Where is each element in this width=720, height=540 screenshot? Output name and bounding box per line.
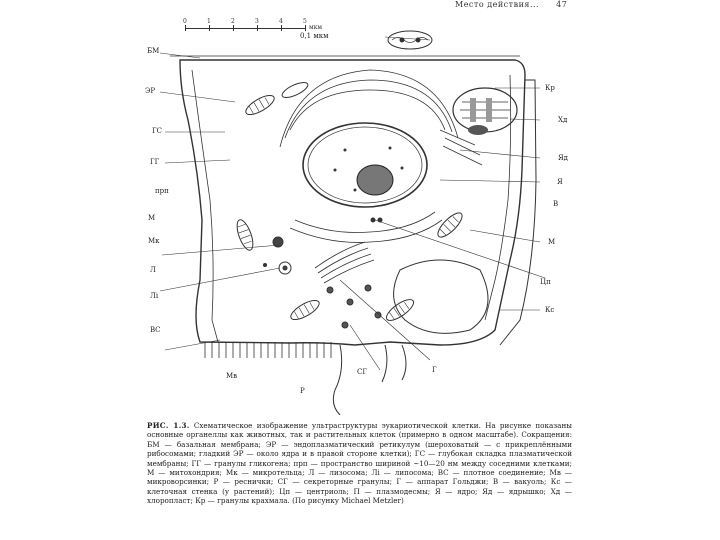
label-v: В xyxy=(553,200,558,208)
label-khd: Хд xyxy=(558,116,567,124)
label-li: Лi xyxy=(150,292,158,300)
label-r: Р xyxy=(300,387,305,395)
header-title: Место действия... xyxy=(455,0,539,9)
label-m-left: М xyxy=(148,214,155,222)
figure-caption: РИС. 1.3. Схематическое изображение ульт… xyxy=(147,421,572,506)
label-prp: прп xyxy=(155,187,169,195)
granules xyxy=(264,218,383,328)
label-kr: Кр xyxy=(545,84,555,92)
inset-organelle xyxy=(388,31,432,49)
label-sg: СГ xyxy=(357,368,367,376)
label-m-right: М xyxy=(548,238,555,246)
label-ya: Я xyxy=(557,178,563,186)
label-l: Л xyxy=(150,266,156,274)
cilia xyxy=(333,345,406,415)
page-header: Место действия... 47 xyxy=(455,0,567,9)
cell-boundary xyxy=(192,70,218,342)
figure-number: РИС. 1.3. xyxy=(147,421,190,430)
label-gs: ГС xyxy=(152,127,162,135)
label-mk: Мк xyxy=(148,237,160,245)
leader-lines xyxy=(160,37,545,370)
label-vs: ВС xyxy=(150,326,161,334)
label-ks: Кс xyxy=(545,306,554,314)
microvilli xyxy=(205,342,331,358)
cell-diagram xyxy=(140,20,580,415)
label-yad: Яд xyxy=(558,154,568,162)
nucleus xyxy=(303,123,427,207)
vacuole xyxy=(394,260,488,333)
nucleolus xyxy=(357,165,393,195)
label-tsp: Цп xyxy=(540,278,551,286)
endoplasmic-reticulum xyxy=(280,70,482,242)
label-top-scale: 0,1 мкм xyxy=(300,32,329,40)
label-er: ЭР xyxy=(145,87,155,95)
label-gg: ГГ xyxy=(150,158,159,166)
golgi-apparatus xyxy=(315,242,374,283)
label-mv: Мв xyxy=(226,372,237,380)
label-g: Г xyxy=(432,366,437,374)
caption-text: Схематическое изображение ультраструктур… xyxy=(147,421,572,505)
chloroplast xyxy=(453,88,517,135)
label-bm: БМ xyxy=(147,47,159,55)
page-number: 47 xyxy=(556,0,567,9)
